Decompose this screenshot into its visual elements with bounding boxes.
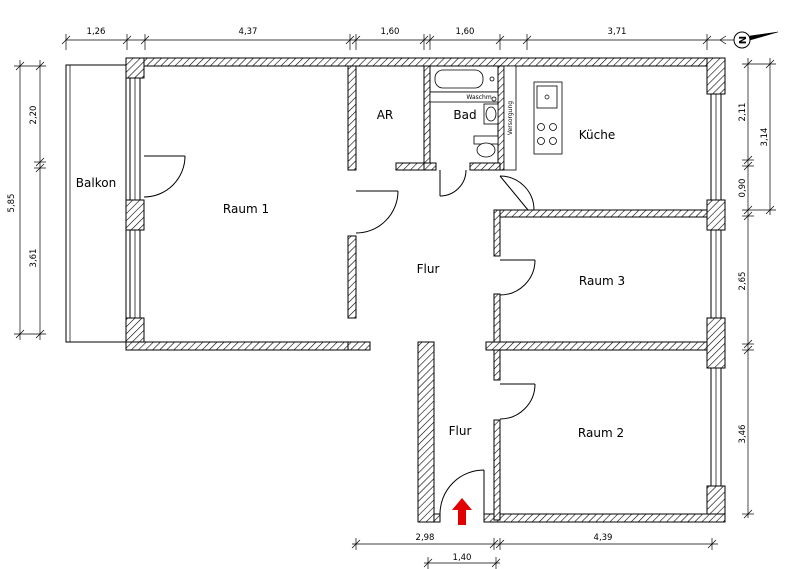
dim-top-4: 1,60	[456, 27, 475, 37]
doors	[143, 155, 536, 515]
compass-icon: N	[719, 31, 779, 49]
dim-right-raum3: 2,65	[738, 272, 748, 291]
room-label-bad: Bad	[453, 108, 476, 122]
room-label-flur-top: Flur	[417, 262, 440, 276]
dimension-right: 2,11 0,90 2,65 3,46 3,14	[738, 58, 776, 519]
room-label-raum2: Raum 2	[578, 426, 624, 440]
dim-top-5: 3,71	[608, 27, 627, 37]
interior-walls	[347, 65, 708, 521]
room-label-raum3: Raum 3	[579, 274, 625, 288]
dim-left-total: 5,85	[7, 194, 17, 213]
dim-left-lower: 3,61	[29, 249, 39, 268]
outer-walls	[125, 57, 726, 523]
compass-north-label: N	[738, 36, 749, 44]
washing-machine-label: Waschm.	[466, 94, 493, 101]
room-label-balkon: Balkon	[76, 176, 116, 190]
dim-top-1: 1,26	[87, 27, 106, 37]
kitchen-fixtures: Versorgung	[503, 65, 563, 171]
versorgung-label: Versorgung	[507, 101, 514, 135]
dim-top-2: 4,37	[239, 27, 258, 37]
dim-bottom-door: 1,40	[453, 553, 472, 563]
dimension-bottom: 2,98 4,39 1,40	[351, 533, 718, 569]
dimension-top: 1,26 4,37 1,60 1,60 3,71	[61, 27, 720, 50]
balcony	[65, 64, 127, 343]
dim-right-gap: 0,90	[738, 179, 748, 198]
room-labels: Balkon Raum 1 AR Bad Küche Flur Raum 3 F…	[76, 108, 625, 440]
dim-bottom-flur: 2,98	[416, 533, 435, 543]
bathroom-fixtures: Waschm.	[429, 65, 499, 158]
room-label-kueche: Küche	[579, 128, 615, 142]
dim-right-raum2: 3,46	[738, 425, 748, 444]
dim-top-3: 1,60	[381, 27, 400, 37]
dim-right-kueche: 2,11	[738, 103, 748, 122]
dim-bottom-raum2: 4,39	[594, 533, 613, 543]
room-label-flur-bottom: Flur	[449, 424, 472, 438]
dimension-left: 5,85 2,20 3,61	[7, 60, 46, 340]
entrance-arrow-icon	[452, 498, 472, 525]
room-label-raum1: Raum 1	[223, 202, 269, 216]
room-label-ar: AR	[377, 108, 394, 122]
dim-right-outer: 3,14	[760, 128, 770, 147]
dim-left-upper: 2,20	[29, 106, 39, 125]
